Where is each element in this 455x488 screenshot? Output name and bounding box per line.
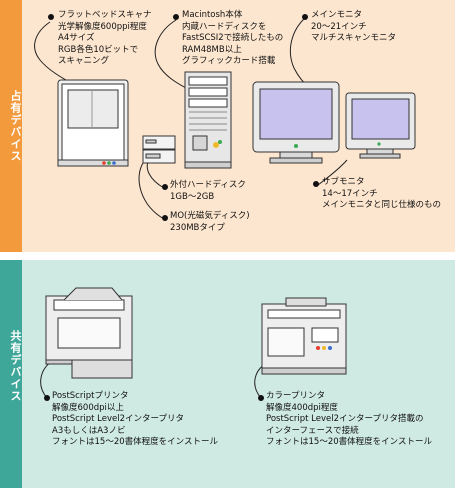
postscript-printer-icon bbox=[45, 287, 133, 379]
main-monitor-note: メインモニタ 20〜21インチ マルチスキャンモニタ bbox=[311, 10, 397, 43]
shared-devices-tab: 共有デバイス bbox=[0, 260, 22, 488]
ps-printer-bullet bbox=[44, 395, 50, 401]
macintosh-bullet bbox=[173, 14, 179, 20]
sub-monitor-bullet bbox=[313, 181, 319, 187]
macintosh-note: Macintosh本体 内蔵ハードディスクを FastSCSI2で接続したもの … bbox=[182, 10, 284, 66]
owned-devices-label: 占有デバイス bbox=[9, 90, 22, 162]
mo-leader bbox=[138, 162, 165, 220]
color-printer-icon bbox=[261, 297, 347, 375]
main-monitor-icon bbox=[252, 81, 340, 164]
section-divider bbox=[0, 252, 455, 260]
postscript-printer-note: PostScriptプリンタ 解像度600dpi以上 PostScript Le… bbox=[52, 391, 218, 447]
macintosh-tower-icon bbox=[184, 71, 232, 169]
color-printer-note: カラープリンタ 解像度400dpi程度 PostScript Level2インタ… bbox=[266, 391, 432, 447]
macintosh-leader bbox=[154, 19, 191, 91]
external-hdd-note: 外付ハードディスク 1GB〜2GB bbox=[170, 180, 246, 202]
external-hdd-bullet bbox=[162, 184, 168, 190]
scanner-leader bbox=[34, 21, 76, 86]
main-monitor-bullet bbox=[302, 14, 308, 20]
owned-devices-tab: 占有デバイス bbox=[0, 0, 22, 252]
shared-devices-label: 共有デバイス bbox=[9, 330, 22, 402]
main-monitor-leader bbox=[290, 17, 311, 89]
sub-monitor-note: サブモニタ 14〜17インチ メインモニタと同じ仕様のもの bbox=[322, 177, 442, 210]
external-drive-icon bbox=[142, 135, 176, 164]
mo-drive-note: MO(光磁気ディスク) 230MBタイプ bbox=[170, 211, 250, 233]
flatbed-scanner-note: フラットベッドスキャナ 光学解像度600ppi程度 A4サイズ RGB各色10ビ… bbox=[58, 10, 152, 66]
sub-monitor-leader bbox=[317, 159, 348, 186]
sub-monitor-icon bbox=[345, 92, 416, 159]
flatbed-scanner-icon bbox=[57, 79, 129, 167]
mo-bullet bbox=[162, 215, 168, 221]
scanner-bullet bbox=[48, 14, 54, 20]
color-printer-bullet bbox=[258, 395, 264, 401]
